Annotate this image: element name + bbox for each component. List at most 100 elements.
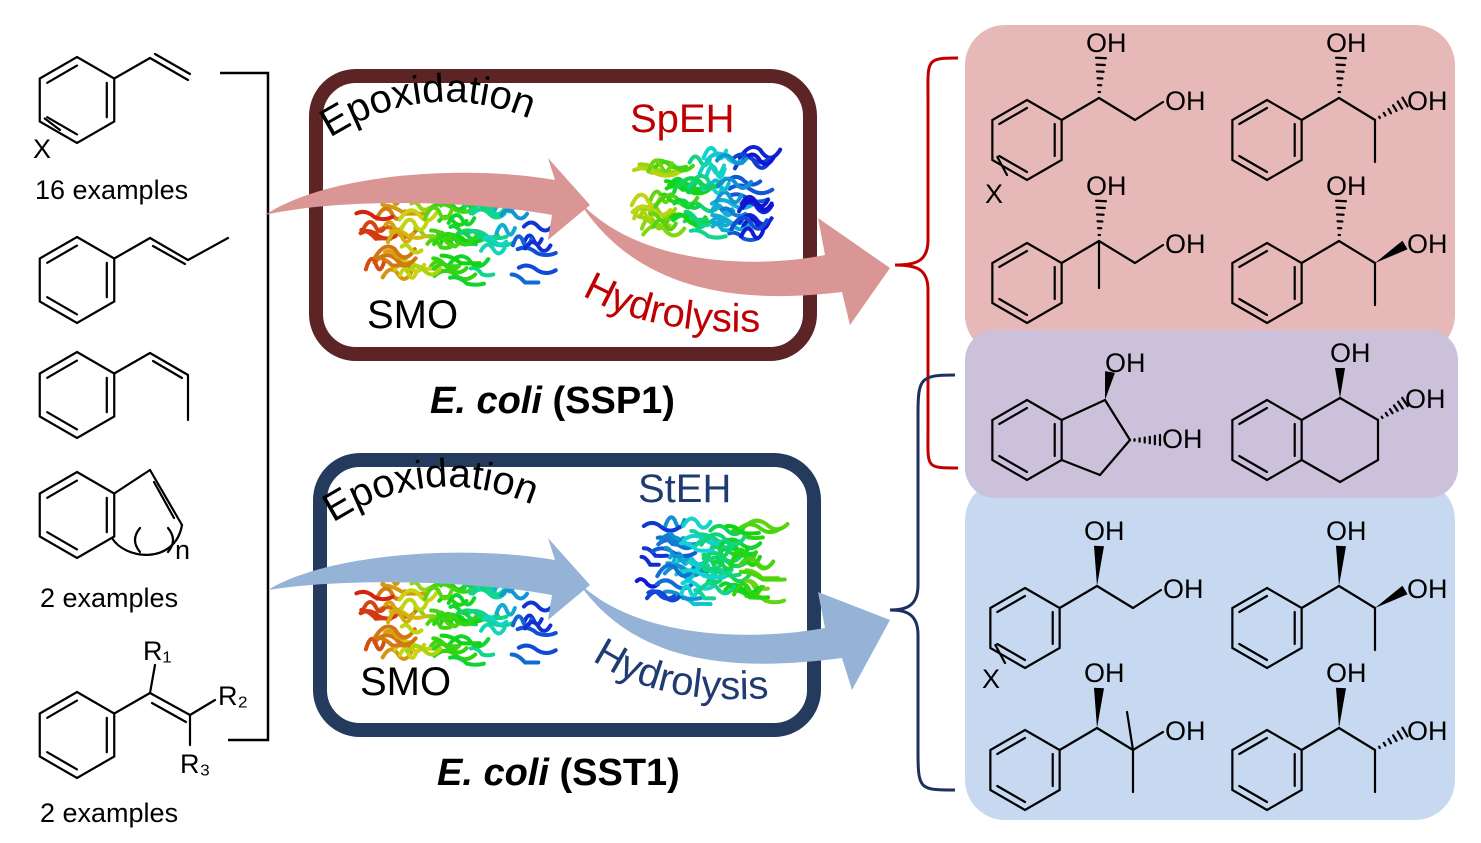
bond bbox=[152, 480, 176, 520]
wedge-bond bbox=[1375, 240, 1408, 263]
hydroxyl-label: OH bbox=[1405, 384, 1446, 414]
aromatic-bond bbox=[998, 454, 1029, 474]
r2-label: R₂ bbox=[218, 681, 248, 711]
bond bbox=[153, 52, 192, 76]
aromatic-bond bbox=[996, 784, 1027, 804]
bond bbox=[1131, 730, 1165, 752]
bond bbox=[113, 468, 152, 495]
bond bbox=[1097, 96, 1137, 122]
aromatic-bond bbox=[996, 594, 1027, 614]
hydroxyl-label: OH bbox=[1105, 348, 1146, 378]
aromatic-bond bbox=[1238, 154, 1269, 174]
ssp1-smo-label: SMO bbox=[367, 293, 458, 337]
bond bbox=[1131, 588, 1163, 610]
smo-protein-sst1 bbox=[354, 571, 558, 667]
bond bbox=[1103, 398, 1132, 442]
hashed-bond bbox=[1387, 107, 1393, 115]
hydroxyl-label: OH bbox=[1165, 229, 1206, 259]
hydroxyl-label: OH bbox=[1326, 516, 1367, 546]
hydroxyl-label: OH bbox=[1086, 171, 1127, 201]
bond bbox=[1133, 100, 1165, 122]
hydroxyl-label: OH bbox=[1165, 86, 1206, 116]
bond bbox=[1300, 96, 1341, 122]
substituent-bond bbox=[994, 643, 1007, 665]
bond bbox=[1097, 239, 1137, 265]
aromatic-bond bbox=[46, 244, 79, 264]
bond bbox=[1337, 239, 1377, 265]
hashed-bond bbox=[1397, 400, 1404, 410]
benzene-ring bbox=[38, 690, 116, 780]
aromatic-bond bbox=[1238, 736, 1269, 756]
bond bbox=[1060, 96, 1101, 122]
aromatic-bond bbox=[998, 106, 1029, 126]
bond bbox=[148, 56, 190, 82]
aromatic-bond bbox=[46, 531, 79, 551]
hydroxyl-label: OH bbox=[1407, 86, 1448, 116]
bond bbox=[188, 698, 217, 717]
hydroxyl-label: OH bbox=[1165, 716, 1206, 746]
aromatic-bond bbox=[1238, 784, 1269, 804]
benzene-ring bbox=[38, 350, 116, 440]
ring-size-n-label: n bbox=[175, 535, 190, 565]
hydroxyl-label: OH bbox=[1084, 658, 1125, 688]
bond bbox=[1058, 726, 1099, 752]
aromatic-bond bbox=[46, 64, 79, 84]
ssp1-epoxidation-arrow bbox=[265, 158, 590, 240]
wedge-bond bbox=[1336, 687, 1346, 728]
aromatic-bond bbox=[1238, 106, 1269, 126]
wedge-bond bbox=[1335, 368, 1345, 398]
bond bbox=[1300, 396, 1342, 422]
ring-parentheses bbox=[133, 526, 175, 554]
benzene-ring bbox=[38, 470, 116, 560]
substrate-count-16: 16 examples bbox=[35, 175, 188, 205]
bond bbox=[148, 691, 192, 717]
bond bbox=[1095, 584, 1135, 610]
hydroxyl-label: OH bbox=[1407, 716, 1448, 746]
aromatic-bond bbox=[1238, 249, 1269, 269]
aromatic-bond bbox=[1238, 406, 1269, 426]
bond bbox=[148, 663, 157, 695]
bond bbox=[1125, 710, 1135, 752]
bond bbox=[1337, 584, 1377, 610]
bond bbox=[1300, 458, 1342, 484]
hashed-bond bbox=[1388, 408, 1394, 415]
spEH-label: SpEH bbox=[630, 97, 735, 141]
hashed-bond bbox=[1382, 741, 1387, 747]
aromatic-bond bbox=[1238, 594, 1269, 614]
aromatic-bond bbox=[996, 642, 1027, 662]
hashed-bond bbox=[1401, 96, 1409, 108]
bond bbox=[1095, 726, 1135, 752]
wedge-bond bbox=[1375, 585, 1408, 608]
aromatic-bond bbox=[46, 479, 79, 499]
ssp1-strain-label: E. coli (SSP1) bbox=[430, 380, 675, 422]
aromatic-bond bbox=[46, 296, 79, 316]
red-bracket bbox=[894, 56, 959, 470]
bond bbox=[1337, 96, 1377, 122]
bond bbox=[186, 236, 230, 262]
bond bbox=[148, 351, 190, 377]
substrate-bracket bbox=[220, 71, 270, 742]
ring-bridge bbox=[110, 523, 184, 556]
ssp1-hydrolysis-arrow bbox=[578, 200, 890, 325]
aromatic-bond bbox=[46, 359, 79, 379]
sst1-hydrolysis-arrow bbox=[578, 582, 890, 690]
bond bbox=[1060, 239, 1101, 265]
stEH-label: StEH bbox=[638, 467, 731, 511]
hashed-bond bbox=[1401, 726, 1409, 738]
bond bbox=[1098, 438, 1132, 477]
benzene-ring bbox=[38, 235, 116, 325]
bond bbox=[151, 359, 184, 380]
bond bbox=[1060, 458, 1102, 477]
aromatic-bond bbox=[46, 699, 79, 719]
hashed-bond bbox=[1382, 111, 1387, 117]
bond bbox=[1300, 239, 1341, 265]
aromatic-bond bbox=[998, 297, 1029, 317]
aromatic-bond bbox=[1238, 642, 1269, 662]
aromatic-bond bbox=[1238, 454, 1269, 474]
substituent-x-label: X bbox=[33, 134, 51, 164]
substrate-count-indene: 2 examples bbox=[40, 583, 178, 613]
product-x-label-bottom: X bbox=[982, 664, 1000, 694]
hashed-bond bbox=[1396, 730, 1404, 740]
sst1-strain-label: E. coli (SST1) bbox=[437, 752, 680, 794]
hashed-bond bbox=[1378, 745, 1381, 750]
